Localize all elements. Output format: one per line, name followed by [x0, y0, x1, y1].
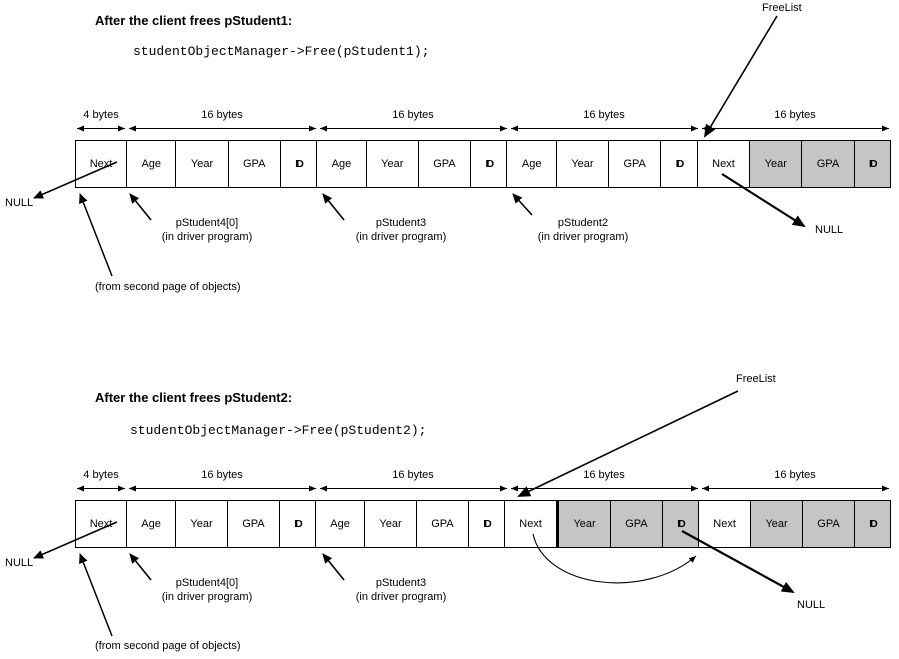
byte-label: 16 bytes	[583, 109, 625, 121]
pointer-name: pStudent4[0]	[175, 217, 239, 229]
memory-cell: ID	[854, 141, 890, 187]
memory-cell: Year	[176, 501, 228, 547]
pointer-arrow	[322, 553, 345, 581]
memory-cell: Year	[751, 501, 803, 547]
memory-cell: ID	[471, 141, 508, 187]
pointer-arrow	[322, 193, 345, 221]
diagram1-title: After the client frees pStudent1:	[95, 13, 293, 28]
pointer-sublabel: (in driver program)	[161, 591, 253, 603]
memory-cell: Age	[127, 501, 177, 547]
memory-cell: Age	[315, 501, 366, 547]
null-label: NULL	[815, 224, 844, 236]
byte-label: 16 bytes	[583, 469, 625, 481]
memory-band-1: Next Age Year GPA ID Age Year GPA ID Age…	[75, 140, 891, 188]
byte-label: 16 bytes	[774, 469, 816, 481]
page-note: (from second page of objects)	[95, 640, 241, 652]
memory-cell: Next	[76, 501, 127, 547]
page-note-arrow	[79, 193, 113, 277]
memory-cell: Next	[699, 501, 752, 547]
pointer-arrow	[129, 553, 152, 581]
pointer-sublabel: (in driver program)	[161, 231, 253, 243]
freelist-arrow	[703, 15, 778, 138]
memory-cell: Age	[317, 141, 367, 187]
byte-label: 16 bytes	[392, 109, 434, 121]
pointer-sublabel: (in driver program)	[355, 591, 447, 603]
pointer-label: pStudent4[0] (in driver program)	[162, 216, 252, 244]
null-label: NULL	[5, 197, 34, 209]
pointer-label: pStudent4[0] (in driver program)	[162, 576, 252, 604]
pointer-arrow	[512, 193, 533, 216]
memory-cell: Year	[556, 141, 610, 187]
byte-label: 4 bytes	[83, 469, 119, 481]
pointer-label: pStudent3 (in driver program)	[356, 216, 446, 244]
diagram2-code-line: studentObjectManager->Free(pStudent2);	[130, 423, 427, 438]
memory-cell: Next	[504, 501, 558, 547]
byte-label: 16 bytes	[201, 109, 243, 121]
memory-cell: ID	[661, 141, 698, 187]
memory-cell: ID	[468, 501, 505, 547]
pointer-name: pStudent4[0]	[175, 577, 239, 589]
memory-cell: GPA	[227, 501, 280, 547]
pointer-arrow	[129, 193, 152, 221]
byte-label: 16 bytes	[201, 469, 243, 481]
memory-cell: ID	[854, 501, 891, 547]
memory-cell: ID	[280, 141, 318, 187]
diagram2-freelist-label: FreeList	[736, 373, 776, 385]
pointer-sublabel: (in driver program)	[355, 231, 447, 243]
byte-label: 16 bytes	[774, 109, 816, 121]
memory-cell: Age	[507, 141, 557, 187]
memory-cell: ID	[662, 501, 699, 547]
page-note: (from second page of objects)	[95, 281, 241, 293]
memory-cell: GPA	[609, 141, 662, 187]
memory-cell: Year	[176, 141, 229, 187]
diagram2-title: After the client frees pStudent2:	[95, 390, 293, 405]
pointer-label: pStudent2 (in driver program)	[538, 216, 628, 244]
memory-band-2: Next Age Year GPA ID Age Year GPA ID Nex…	[75, 500, 891, 548]
byte-label: 16 bytes	[392, 469, 434, 481]
byte-label: 4 bytes	[83, 109, 119, 121]
memory-cell: Year	[366, 141, 419, 187]
memory-cell: Year	[750, 141, 803, 187]
diagram1-code-line: studentObjectManager->Free(pStudent1);	[133, 44, 430, 59]
memory-cell: Next	[76, 141, 127, 187]
memory-cell: GPA	[802, 141, 855, 187]
freelist-arrow	[517, 390, 739, 497]
memory-cell: Year	[557, 501, 611, 547]
memory-cell: GPA	[228, 141, 281, 187]
memory-cell: GPA	[610, 501, 663, 547]
null-label: NULL	[797, 599, 826, 611]
pointer-name: pStudent3	[375, 217, 427, 229]
memory-cell: Age	[127, 141, 177, 187]
pointer-sublabel: (in driver program)	[537, 231, 629, 243]
pointer-label: pStudent3 (in driver program)	[356, 576, 446, 604]
page-note-arrow	[79, 553, 113, 637]
memory-cell: ID	[279, 501, 316, 547]
memory-cell: GPA	[802, 501, 855, 547]
memory-cell: Next	[697, 141, 751, 187]
memory-cell: GPA	[416, 501, 469, 547]
pointer-name: pStudent3	[375, 577, 427, 589]
diagram1-freelist-label: FreeList	[762, 2, 802, 14]
pointer-name: pStudent2	[557, 217, 609, 229]
memory-cell: GPA	[418, 141, 472, 187]
memory-cell: Year	[365, 501, 417, 547]
null-label: NULL	[5, 557, 34, 569]
